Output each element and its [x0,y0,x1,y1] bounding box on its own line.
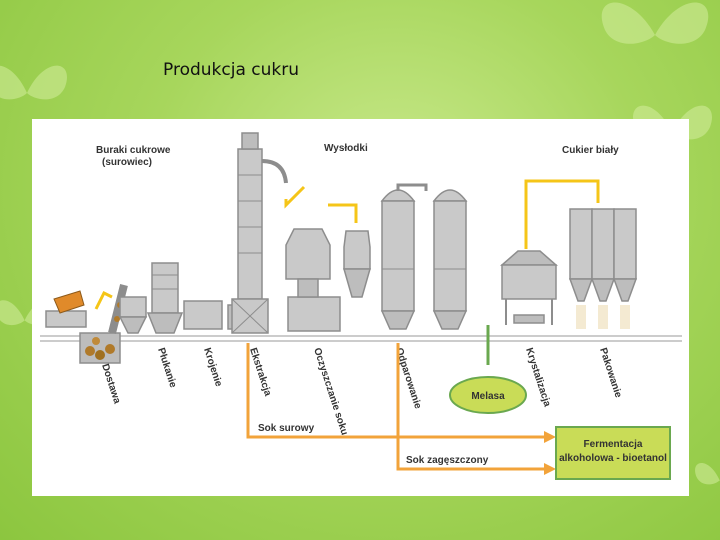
evaporator-2 [432,189,468,330]
thick-juice-arrowhead [544,463,556,475]
butterfly-decoration [601,2,709,44]
raw-juice-arrowhead [544,431,556,443]
evaporator-1 [380,189,416,330]
extraction-tower [231,132,288,334]
sugar-production-diagram: Buraki cukrowe (surowiec) Wysłodki Cukie… [40,132,682,480]
label-fermentation-2: alkoholowa - bioetanol [559,453,667,464]
butterfly-decoration [695,463,720,485]
raw-juice-line [246,343,544,439]
stage-delivery: Dostawa [99,363,122,406]
stage-washing: Płukanie [155,347,178,390]
label-raw-juice: Sok surowy [258,423,315,434]
label-fermentation-1: Fermentacja [584,439,643,450]
stage-purification: Oczyszczanie soku [311,347,350,437]
stage-packaging: Pakowanie [597,347,624,400]
washing-unit [118,262,184,334]
sugar-silos [568,208,638,329]
juice-purification [285,228,371,332]
stage-extraction: Ekstrakcja [247,347,273,398]
label-raw-material-1: Buraki cukrowe [96,145,171,156]
arrow-pulp [284,185,306,209]
label-molasses: Melasa [471,391,505,402]
thick-juice-line [396,343,544,471]
label-thick-juice: Sok zagęszczony [406,455,489,466]
label-white-sugar: Cukier biały [562,145,619,156]
slide-title: Produkcja cukru [163,60,299,80]
butterfly-decoration [0,65,67,100]
stage-slicing: Krojenie [201,347,224,389]
delivery-truck [45,290,121,364]
diagram-panel: Buraki cukrowe (surowiec) Wysłodki Cukie… [32,119,689,496]
label-pulp: Wysłodki [324,143,368,154]
evaporator-pipe [396,183,428,191]
molasses-node [449,376,527,414]
arrow-to-silos [524,179,600,249]
arrow-delivery [94,290,113,310]
label-raw-material-2: (surowiec) [102,157,152,168]
arrow-to-filter [328,203,358,223]
stage-crystallization: Krystalizacja [523,347,552,409]
fermentation-box [555,426,671,480]
crystallizer [500,250,558,325]
